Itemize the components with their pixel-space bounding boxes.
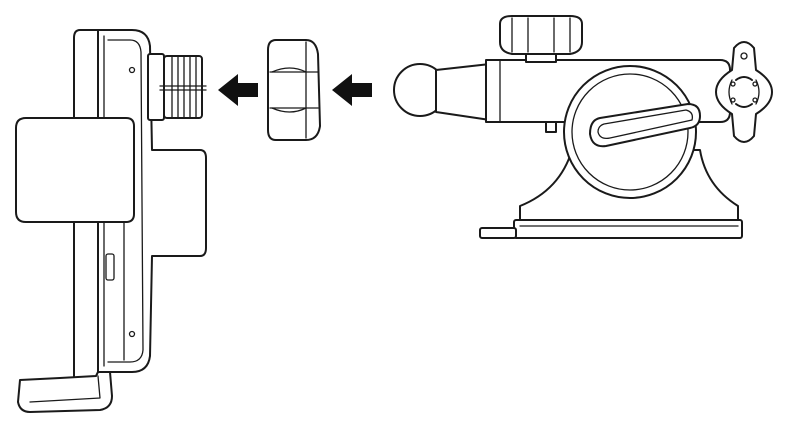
holder-screw-top — [128, 66, 136, 74]
suction-mount — [393, 15, 773, 239]
mount-neck — [435, 63, 491, 121]
holder-body-inner-edge — [107, 39, 144, 363]
arrow-nut-to-mount — [332, 74, 372, 106]
holder-screw-bottom — [128, 330, 136, 338]
mount-top-knob — [499, 15, 583, 55]
mount-lock-ring — [715, 41, 773, 143]
mount-lever — [589, 103, 701, 148]
mount-lock-hole — [740, 52, 748, 60]
holder-foot — [17, 371, 113, 413]
lock-nut — [267, 39, 321, 141]
holder-clamp-arm — [15, 117, 135, 223]
mount-peg — [545, 121, 557, 133]
mount-knob-stem — [525, 53, 557, 63]
mount-suction-plate — [513, 219, 743, 239]
holder-threaded-stem — [147, 53, 207, 121]
holder-side-button — [105, 253, 115, 281]
holder-foot-inner — [29, 375, 101, 403]
mount-release-tab — [479, 227, 517, 239]
arrow-holder-to-nut — [218, 74, 258, 106]
phone-holder — [15, 29, 207, 413]
holder-body — [97, 29, 207, 373]
